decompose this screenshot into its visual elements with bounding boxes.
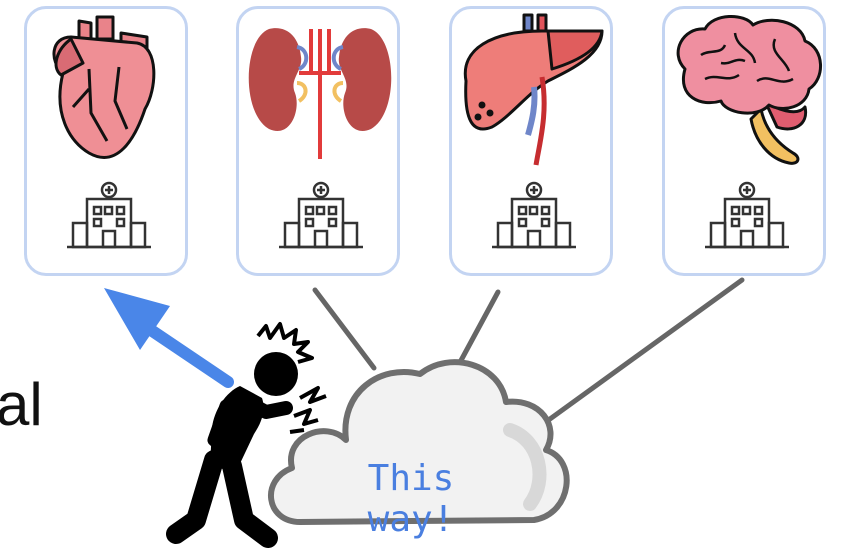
brain-icon xyxy=(678,16,820,163)
cropped-text-fragment: al xyxy=(0,370,43,439)
heart-icon xyxy=(54,17,154,157)
liver-icon xyxy=(465,15,602,165)
arrow-icon xyxy=(104,288,228,382)
connector-line-brain xyxy=(532,280,742,432)
card-heart xyxy=(24,6,188,276)
card-brain xyxy=(662,6,826,276)
hospital-icon xyxy=(67,183,151,247)
card-kidneys xyxy=(236,6,400,276)
hospital-icon xyxy=(492,183,576,247)
hospital-icon xyxy=(705,183,789,247)
kidneys-icon xyxy=(249,28,392,159)
card-liver xyxy=(449,6,613,276)
hospital-icon xyxy=(279,183,363,247)
connector-line-liver xyxy=(458,292,498,366)
cloud-caption: This way! xyxy=(316,458,506,540)
connector-line-kidneys xyxy=(315,290,374,368)
